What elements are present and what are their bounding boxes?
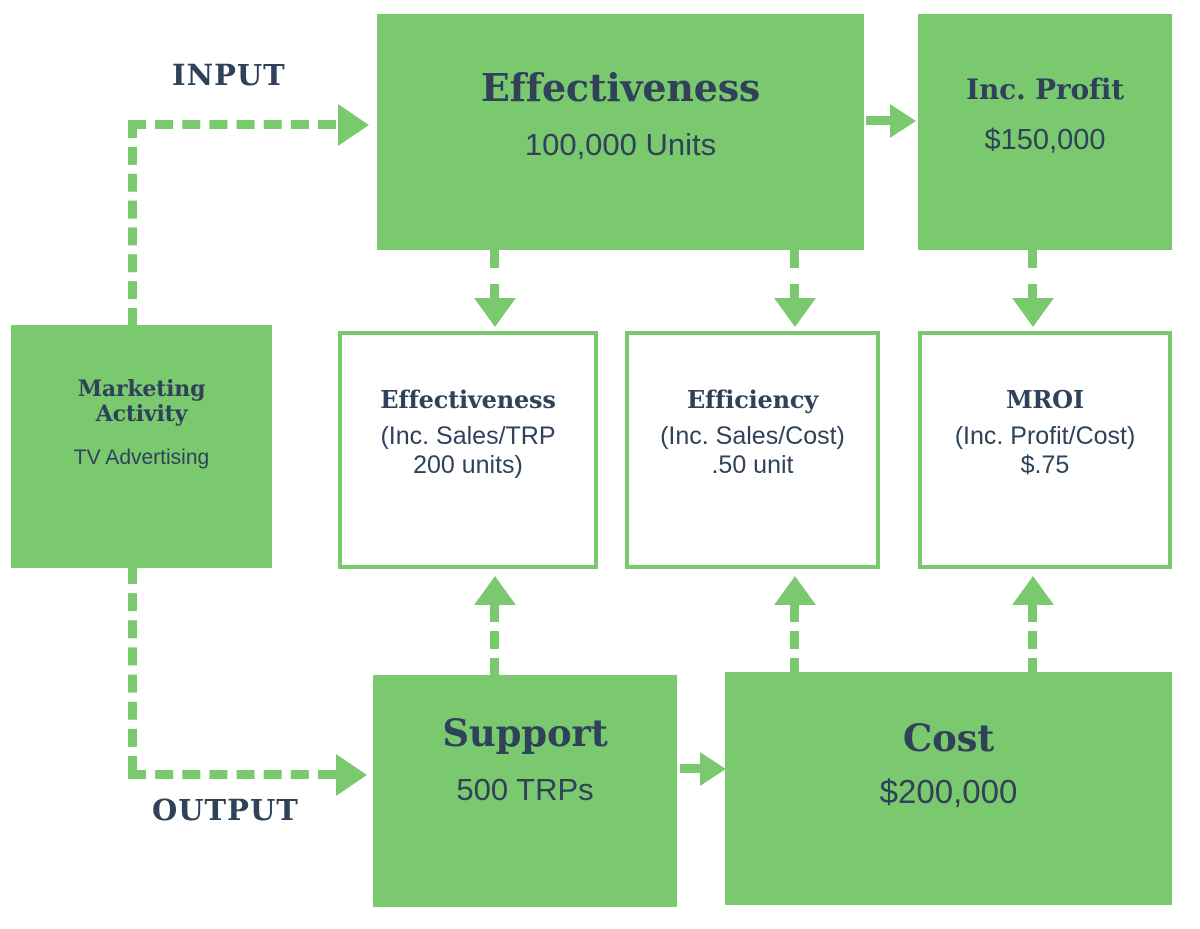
box-inc-profit[interactable]: Inc. Profit $150,000 <box>918 14 1172 250</box>
connector-output-horizontal <box>128 770 336 779</box>
box-support[interactable]: Support 500 TRPs <box>373 675 677 907</box>
box-mroi-metric-title: MROI <box>1006 385 1084 414</box>
connector-cost-up-to-efficiency-metric <box>790 604 799 676</box>
box-marketing-activity-title: Marketing Activity <box>78 377 206 426</box>
box-cost-title: Cost <box>902 716 995 760</box>
box-efficiency-metric-subtitle: (Inc. Sales/Cost) .50 unit <box>660 422 845 481</box>
connector-effectiveness-down-to-efficiency-metric <box>790 250 799 302</box>
arrowhead-down-efficiency-metric <box>774 298 816 327</box>
connector-inc-profit-down-to-mroi-metric <box>1028 250 1037 302</box>
box-marketing-activity-title-line2: Activity <box>95 400 188 427</box>
connector-marketing-to-output-vertical <box>128 566 137 774</box>
box-effectiveness-metric-subtitle: (Inc. Sales/TRP 200 units) <box>380 422 555 481</box>
connector-support-up-to-effectiveness-metric <box>490 604 499 676</box>
box-marketing-activity-subtitle: TV Advertising <box>73 446 210 470</box>
box-marketing-activity[interactable]: Marketing Activity TV Advertising <box>11 325 272 568</box>
flow-label-input: INPUT <box>172 58 286 92</box>
connector-marketing-to-input-vertical <box>128 120 137 326</box>
box-cost-subtitle: $200,000 <box>879 773 1018 811</box>
box-mroi-metric-subtitle-line2: $.75 <box>1020 451 1070 480</box>
box-cost[interactable]: Cost $200,000 <box>725 672 1172 905</box>
box-effectiveness-metric-subtitle-line2: 200 units) <box>413 451 523 480</box>
arrowhead-effectiveness-to-inc-profit <box>890 104 916 138</box>
arrowhead-up-efficiency-metric <box>774 576 816 605</box>
box-efficiency-metric-subtitle-line1: (Inc. Sales/Cost) <box>660 421 845 450</box>
box-efficiency-metric[interactable]: Efficiency (Inc. Sales/Cost) .50 unit <box>625 331 880 569</box>
arrowhead-support-to-cost <box>700 752 726 786</box>
box-effectiveness-metric-subtitle-line1: (Inc. Sales/TRP <box>380 421 556 450</box>
box-mroi-metric-subtitle: (Inc. Profit/Cost) $.75 <box>955 422 1136 481</box>
box-effectiveness-subtitle: 100,000 Units <box>524 126 717 162</box>
flow-label-output: OUTPUT <box>152 793 299 827</box>
box-mroi-metric-subtitle-line1: (Inc. Profit/Cost) <box>954 421 1136 450</box>
box-effectiveness-metric[interactable]: Effectiveness (Inc. Sales/TRP 200 units) <box>338 331 598 569</box>
box-efficiency-metric-title: Efficiency <box>686 385 819 414</box>
box-effectiveness[interactable]: Effectiveness 100,000 Units <box>377 14 864 250</box>
arrowhead-output-to-support <box>336 754 367 796</box>
arrowhead-down-mroi-metric <box>1012 298 1054 327</box>
box-support-subtitle: 500 TRPs <box>456 772 594 808</box>
box-effectiveness-metric-title: Effectiveness <box>380 385 556 414</box>
connector-effectiveness-to-inc-profit <box>866 116 894 125</box>
box-mroi-metric[interactable]: MROI (Inc. Profit/Cost) $.75 <box>918 331 1172 569</box>
box-support-title: Support <box>442 711 608 755</box>
connector-effectiveness-down-to-effectiveness-metric <box>490 250 499 302</box>
connector-support-to-cost <box>680 764 708 773</box>
box-inc-profit-subtitle: $150,000 <box>984 124 1106 157</box>
box-marketing-activity-title-line1: Marketing <box>77 376 206 402</box>
arrowhead-up-mroi-metric <box>1012 576 1054 605</box>
box-inc-profit-title: Inc. Profit <box>966 73 1124 106</box>
box-effectiveness-title: Effectiveness <box>480 65 761 110</box>
arrowhead-up-effectiveness-metric <box>474 576 516 605</box>
box-efficiency-metric-subtitle-line2: .50 unit <box>711 451 794 480</box>
arrowhead-down-effectiveness-metric <box>474 298 516 327</box>
connector-cost-up-to-mroi-metric <box>1028 604 1037 676</box>
connector-input-horizontal <box>128 120 336 129</box>
arrowhead-input-to-effectiveness <box>338 104 369 146</box>
